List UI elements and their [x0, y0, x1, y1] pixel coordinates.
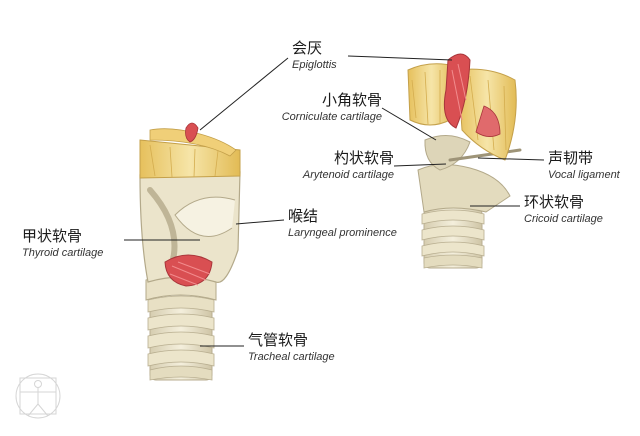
cricoid-cartilage-shape [417, 164, 511, 213]
vitruvian-man-icon [15, 373, 61, 419]
leader-vocal [477, 157, 545, 161]
leader-arytenoid [393, 163, 447, 167]
label-corniculate: 小角软骨 Corniculate cartilage [258, 92, 382, 123]
label-cricoid-en: Cricoid cartilage [524, 212, 603, 225]
label-thyroid-en: Thyroid cartilage [22, 246, 104, 259]
leader-epiglottis-right [347, 55, 453, 61]
label-cricoid-zh: 环状软骨 [524, 193, 585, 211]
larynx-front-view [139, 122, 241, 381]
trachea-right [421, 207, 485, 269]
label-epiglottis: 会厌 Epiglottis [292, 40, 337, 71]
label-vocal-en: Vocal ligament [548, 168, 620, 181]
label-vocal-zh: 声韧带 [548, 149, 594, 167]
epiglottis-shape [443, 53, 471, 129]
leader-laryngeal [235, 219, 285, 225]
epiglottis-tip-left [185, 122, 199, 143]
label-arytenoid-en: Arytenoid cartilage [302, 168, 394, 181]
label-tracheal-zh: 气管软骨 [248, 331, 309, 349]
leader-corniculate [381, 107, 437, 141]
label-tracheal: 气管软骨 Tracheal cartilage [248, 332, 335, 363]
label-arytenoid: 杓状软骨 Arytenoid cartilage [278, 150, 394, 181]
label-corniculate-en: Corniculate cartilage [281, 110, 382, 123]
leader-epiglottis-left [199, 57, 289, 131]
label-laryngeal-zh: 喉结 [288, 207, 319, 225]
leader-lines [124, 55, 545, 347]
label-cricoid: 环状软骨 Cricoid cartilage [524, 194, 603, 225]
label-tracheal-en: Tracheal cartilage [248, 350, 335, 363]
trachea-left [147, 295, 215, 381]
label-laryngeal-en: Laryngeal prominence [288, 226, 397, 239]
label-epiglottis-zh: 会厌 [292, 39, 323, 57]
label-thyroid: 甲状软骨 Thyroid cartilage [22, 228, 103, 259]
label-thyroid-zh: 甲状软骨 [22, 227, 83, 245]
label-laryngeal: 喉结 Laryngeal prominence [288, 208, 397, 239]
label-epiglottis-en: Epiglottis [292, 58, 337, 71]
larynx-side-view [407, 53, 522, 269]
label-arytenoid-zh: 杓状软骨 [333, 149, 394, 167]
label-vocal: 声韧带 Vocal ligament [548, 150, 620, 181]
label-corniculate-zh: 小角软骨 [321, 91, 382, 109]
